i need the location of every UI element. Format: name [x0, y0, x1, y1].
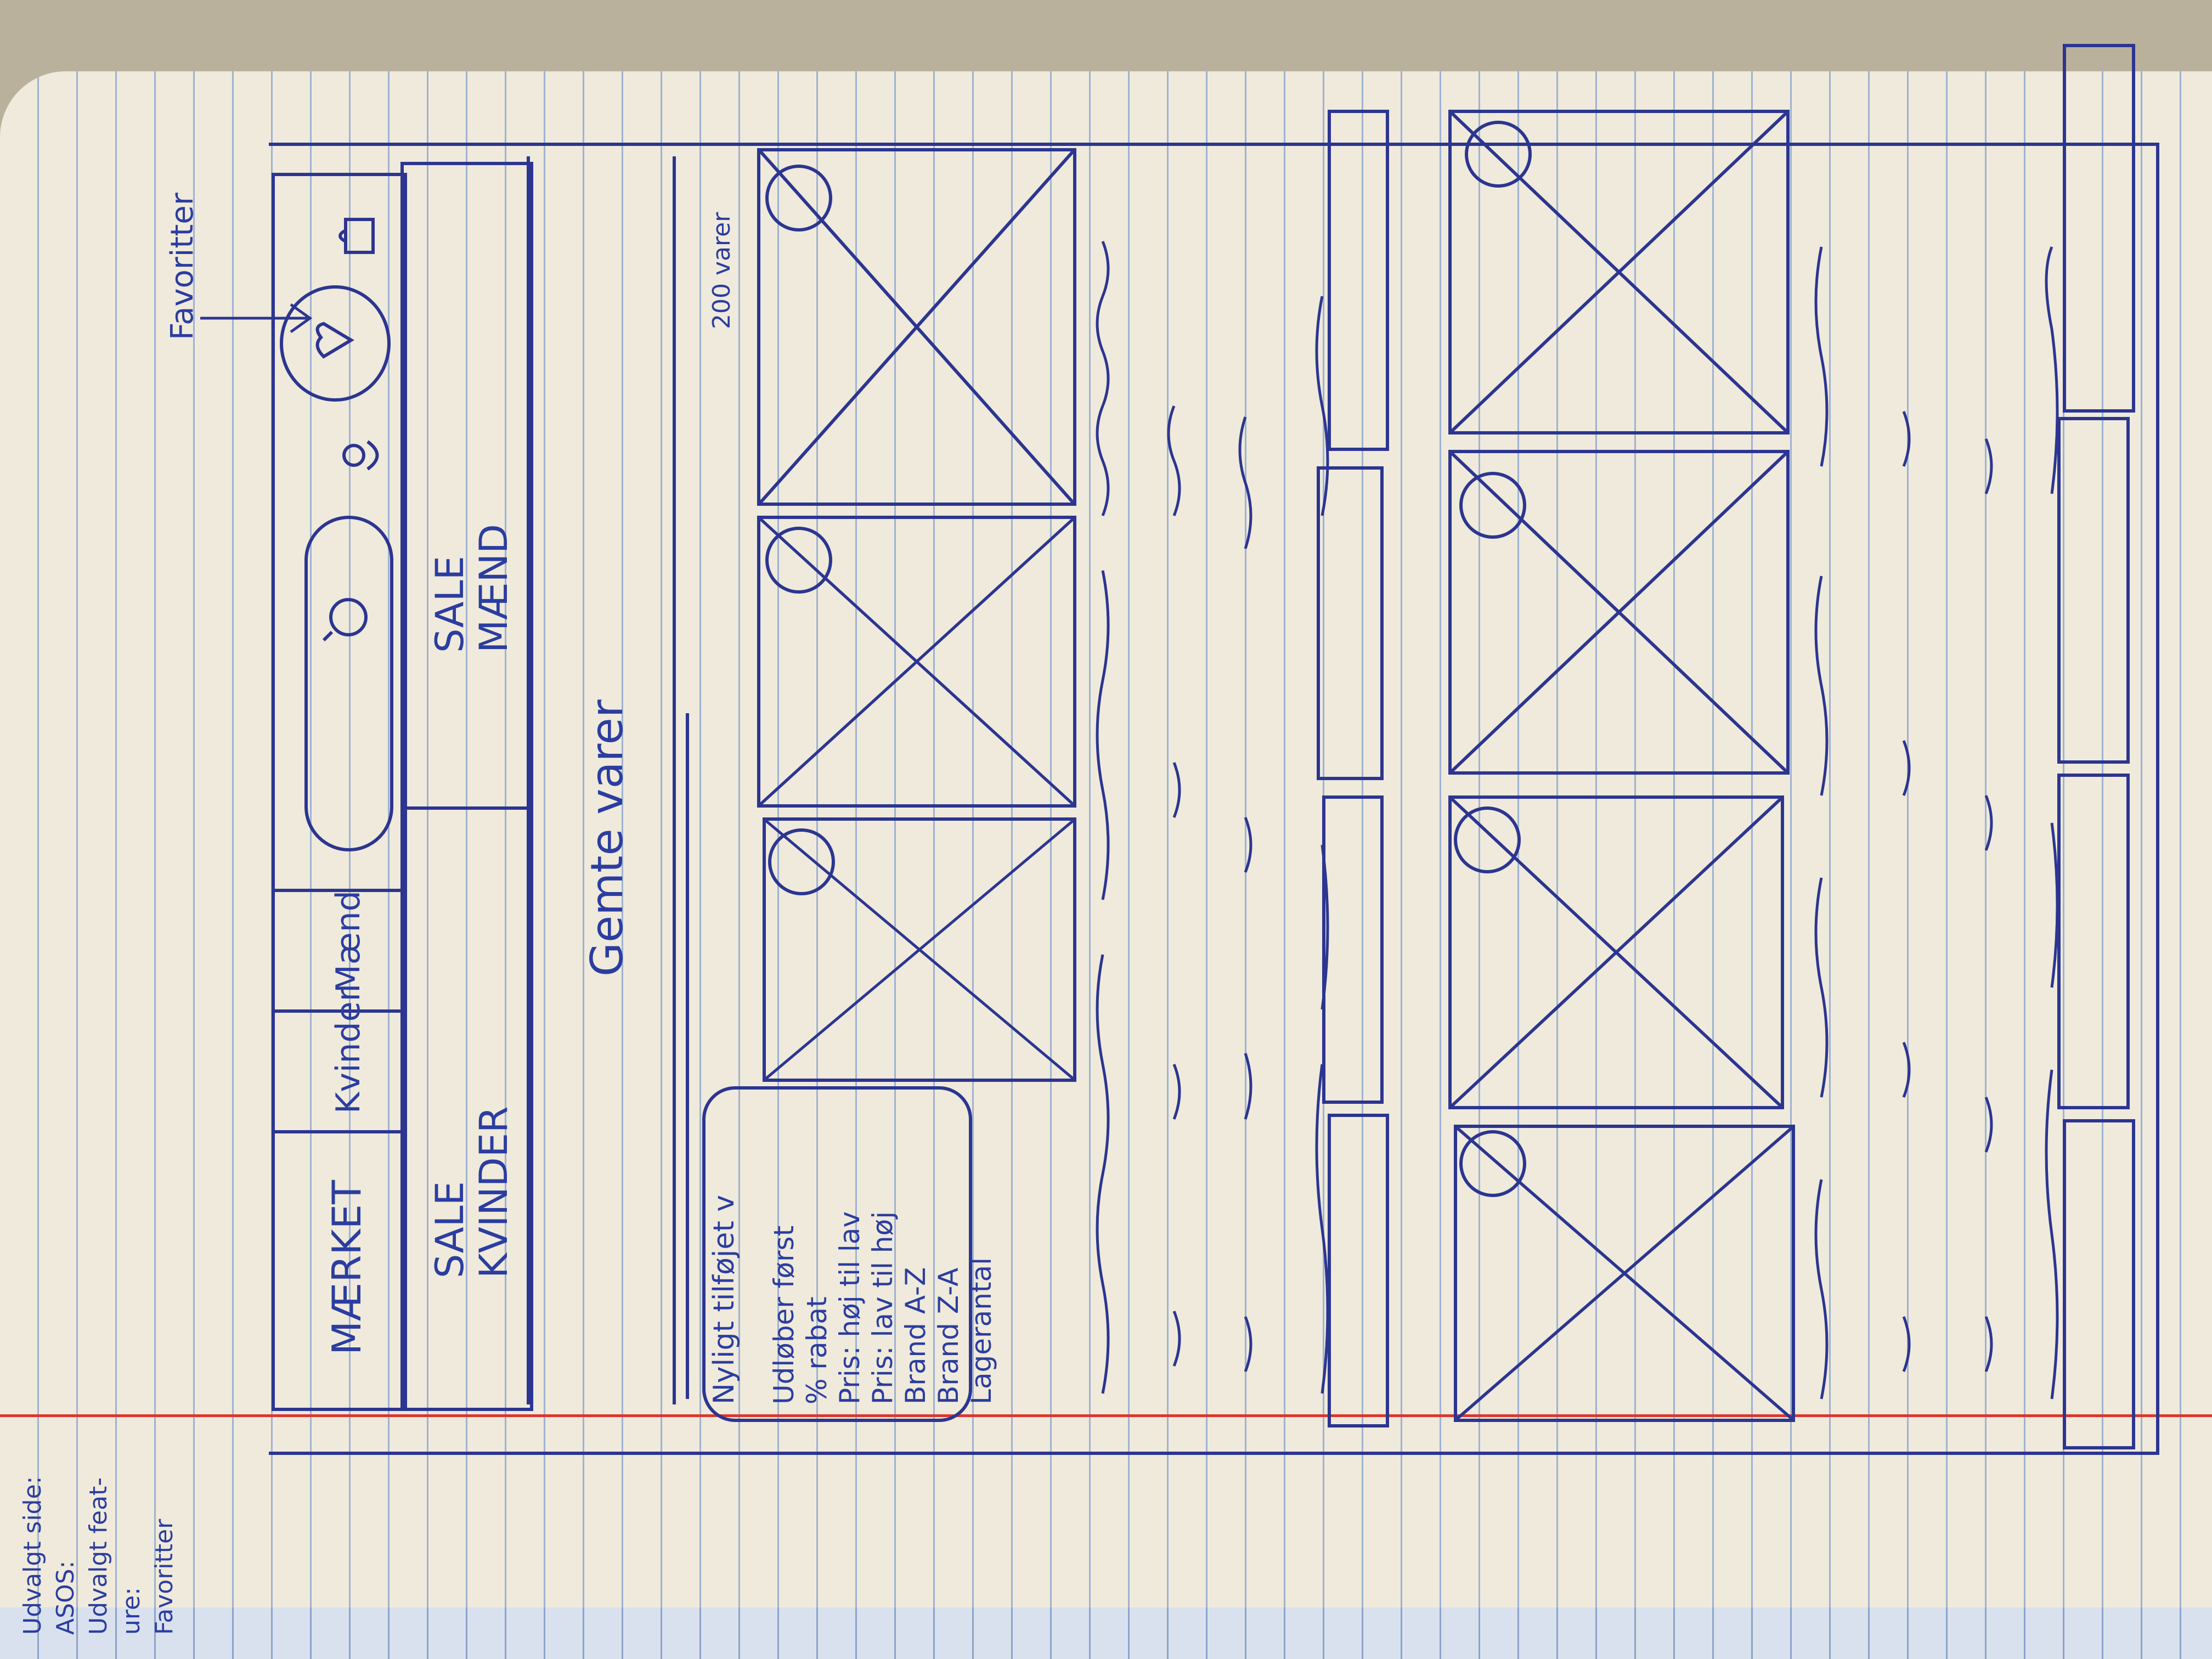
- product-text-lines: [1814, 246, 2059, 1400]
- account-icon[interactable]: [335, 428, 390, 483]
- favorite-toggle-icon[interactable]: [1459, 472, 1526, 539]
- bag-icon[interactable]: [329, 208, 384, 263]
- product-text-lines: [1096, 241, 1329, 1394]
- bag-icon-glyph: [338, 218, 375, 254]
- heart-icon-glyph: [315, 321, 354, 359]
- wireframe-frame: [269, 143, 2159, 1455]
- sort-option[interactable]: % rabat: [801, 1296, 833, 1404]
- favorite-toggle-icon[interactable]: [1459, 1130, 1526, 1197]
- sort-selected[interactable]: Nyligt tilføjet v: [708, 1194, 741, 1404]
- margin-line: [0, 1414, 2212, 1417]
- sale-women-banner[interactable]: SALE KVINDER: [427, 1106, 516, 1278]
- sort-option[interactable]: Pris: lav til høj: [867, 1211, 899, 1404]
- title-row: [527, 156, 676, 1404]
- sale-banner-row: [400, 162, 533, 1411]
- add-to-bag-button[interactable]: [2057, 774, 2130, 1109]
- search-icon-glyph: [322, 598, 368, 642]
- tab-kvinder[interactable]: Kvinder: [329, 988, 368, 1114]
- add-to-bag-button[interactable]: [1328, 110, 1389, 451]
- sort-option[interactable]: Brand A-Z: [900, 1267, 932, 1404]
- search-input[interactable]: [304, 516, 393, 851]
- add-to-bag-button[interactable]: [1322, 795, 1384, 1104]
- favorite-toggle-icon[interactable]: [765, 165, 832, 232]
- page-title: Gemte varer: [582, 699, 633, 977]
- favorite-toggle-icon[interactable]: [768, 828, 835, 895]
- sort-option[interactable]: Udløber først: [768, 1225, 800, 1404]
- item-count: 200 varer: [708, 212, 736, 329]
- add-to-bag-button[interactable]: [2063, 1119, 2135, 1449]
- sort-option[interactable]: Brand Z-A: [933, 1267, 964, 1404]
- product-image[interactable]: [1448, 450, 1790, 775]
- next-page-edge: [0, 1607, 2212, 1659]
- add-to-bag-button[interactable]: [1328, 1114, 1389, 1427]
- header-bar: [272, 173, 407, 1411]
- search-icon[interactable]: [318, 587, 373, 642]
- sort-option[interactable]: Lagerantal: [966, 1257, 997, 1404]
- favorites-highlight: [280, 285, 391, 402]
- add-to-bag-button[interactable]: [2057, 417, 2130, 764]
- add-to-bag-button[interactable]: [1317, 466, 1384, 780]
- sort-dropdown[interactable]: [702, 1086, 972, 1422]
- heart-icon[interactable]: [307, 313, 362, 368]
- sort-option[interactable]: Pris: høj til lav: [834, 1211, 866, 1404]
- add-to-bag-button[interactable]: [2063, 44, 2135, 413]
- sale-men-banner[interactable]: SALE MÆND: [427, 524, 516, 653]
- favorite-toggle-icon[interactable]: [1454, 806, 1521, 873]
- favorite-toggle-icon[interactable]: [765, 527, 832, 594]
- side-note: Udvalgt side: ASOS: Udvalgt feat- ure: F…: [19, 1476, 178, 1635]
- favorite-toggle-icon[interactable]: [1465, 121, 1532, 188]
- account-icon-glyph: [342, 440, 379, 471]
- tab-maend[interactable]: Mænd: [329, 890, 368, 993]
- tab-maerket[interactable]: MÆRKET: [324, 1180, 370, 1355]
- favorites-annotation: Favoritter: [165, 193, 200, 340]
